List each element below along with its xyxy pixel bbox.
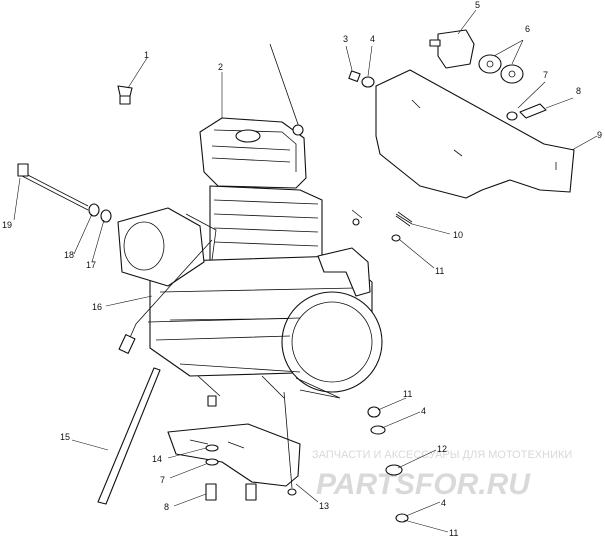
watermark: ЗАПЧАСТИ И АКСЕССУАРЫ ДЛЯ МОТОТЕХНИКИ PA… — [312, 449, 572, 501]
stud-and-nut — [351, 209, 413, 242]
callout-6: 6 — [525, 24, 530, 34]
callout-1: 1 — [144, 50, 149, 60]
lower-stud — [283, 391, 297, 496]
lower-bracket — [167, 423, 301, 487]
callout-10: 10 — [453, 230, 463, 240]
callout-4-lower: 4 — [421, 406, 426, 416]
callout-4: 4 — [370, 34, 375, 44]
callout-14: 14 — [152, 454, 162, 464]
washers — [478, 54, 524, 84]
callout-16: 16 — [92, 302, 102, 312]
rod — [97, 367, 161, 505]
watermark-logo: PARTSFOR.RU — [316, 468, 531, 501]
callout-15: 15 — [60, 432, 70, 442]
lower-fasteners — [205, 395, 257, 501]
callout-11-bottom: 11 — [449, 528, 458, 538]
callout-8: 8 — [576, 86, 581, 96]
callout-9: 9 — [597, 130, 602, 140]
nut-and-washer-top — [348, 70, 375, 88]
callout-3: 3 — [343, 34, 348, 44]
callout-7: 7 — [543, 70, 548, 80]
callout-8-lower: 8 — [164, 502, 169, 512]
lower-right-fasteners — [367, 406, 409, 523]
engine-assembly — [117, 43, 383, 399]
leader-lines — [13, 9, 598, 533]
callout-18: 18 — [64, 250, 74, 260]
callout-5: 5 — [475, 0, 480, 10]
callout-13: 13 — [319, 501, 329, 511]
engine-mount-damper — [429, 29, 475, 69]
callout-2: 2 — [218, 62, 223, 72]
callout-7-lower: 7 — [160, 475, 165, 485]
bolt-and-washer-right — [506, 103, 547, 121]
callout-19: 19 — [2, 220, 12, 230]
callout-17: 17 — [86, 260, 96, 270]
callout-12: 12 — [437, 444, 447, 454]
long-bolt-assembly — [17, 163, 112, 223]
callout-11-upper: 11 — [435, 266, 444, 276]
callout-4-bottom: 4 — [441, 498, 446, 508]
spark-plug — [117, 85, 133, 105]
watermark-tagline: ЗАПЧАСТИ И АКСЕССУАРЫ ДЛЯ МОТОТЕХНИКИ — [312, 449, 572, 461]
callout-11-lower: 11 — [403, 389, 412, 399]
mounting-bracket — [375, 69, 575, 199]
